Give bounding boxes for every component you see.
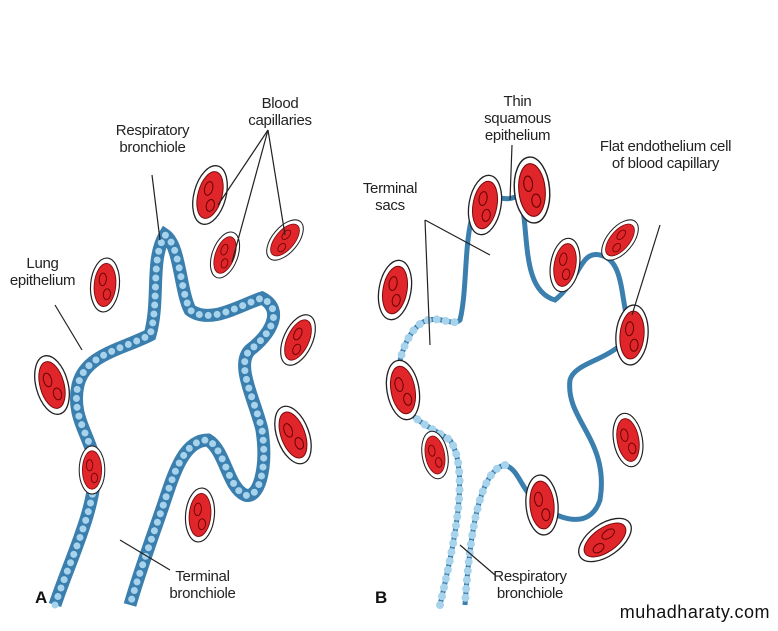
panel-a-leaders xyxy=(54,129,286,571)
panel-a-letter: A xyxy=(35,588,48,607)
panel-b-letter: B xyxy=(375,588,388,607)
label-respiratory-bronchiole-a: Respiratory bronchiole xyxy=(115,122,190,156)
label-respiratory-bronchiole-b: Respiratory bronchiole xyxy=(493,568,567,602)
label-terminal-bronchiole: Terminal bronchiole xyxy=(169,568,236,602)
label-flat-endothelium: Flat endothelium cell of blood capillary xyxy=(599,138,732,172)
watermark: muhadharaty.com xyxy=(619,602,770,622)
panel-a-bronchiole xyxy=(48,225,281,609)
label-lung-epithelium: Lung epithelium xyxy=(9,255,76,289)
label-terminal-sacs: Terminal sacs xyxy=(362,180,418,214)
label-blood-capillaries: Blood capillaries xyxy=(248,95,312,129)
label-thin-squamous-epithelium: Thin squamous epithelium xyxy=(484,93,551,144)
panel-b-leaders xyxy=(424,144,661,576)
